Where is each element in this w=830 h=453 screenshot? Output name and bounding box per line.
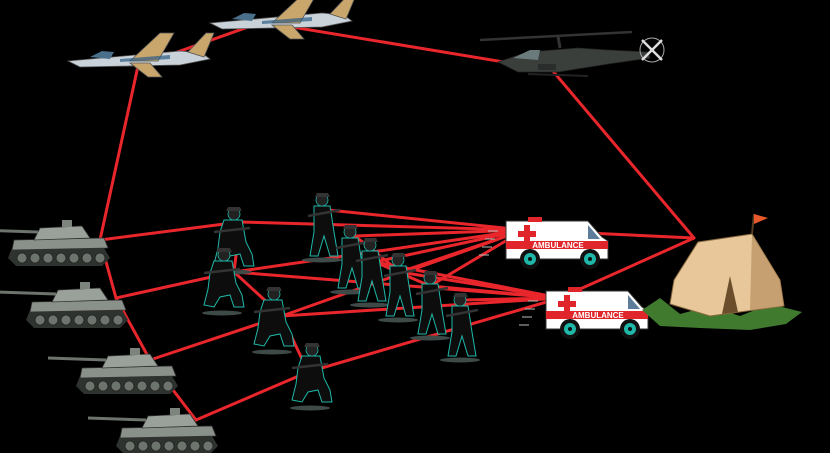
ambulance-icon: AMBULANCE — [519, 287, 649, 339]
link-soldier-2-to-ambulance-1 — [232, 228, 526, 274]
tank-icon — [0, 282, 128, 328]
tank-icon — [47, 348, 178, 394]
link-helicopter-to-tent — [550, 68, 696, 240]
tank-icon — [0, 220, 110, 266]
link-ambulance-2-to-tent — [558, 236, 696, 300]
fighter-jet-icon — [66, 32, 215, 78]
kneeling-soldier-icon — [290, 343, 333, 411]
link-soldier-9-to-ambulance-2 — [280, 296, 562, 318]
link-tank-4-to-soldier-10 — [194, 370, 310, 422]
ambulance-1-label: AMBULANCE — [532, 241, 584, 250]
standing-soldier-icon — [350, 238, 390, 308]
standing-soldier-icon — [410, 271, 450, 341]
ambulance-2-label: AMBULANCE — [572, 311, 624, 320]
attack-helicopter-icon — [479, 30, 665, 77]
link-soldier-10-to-ambulance-2 — [306, 296, 562, 374]
kneeling-soldier-icon — [252, 287, 295, 355]
link-tank-1-to-soldier-1 — [98, 220, 242, 242]
link-jet-1-to-tank-1 — [98, 64, 140, 242]
link-soldier-1-to-ambulance-1 — [238, 220, 526, 232]
kneeling-soldier-icon — [202, 248, 245, 316]
standing-soldier-icon — [440, 293, 480, 363]
tank-icon — [87, 408, 218, 453]
link-soldier-7-to-ambulance-2 — [428, 284, 562, 300]
field-hospital-tent-icon — [642, 213, 802, 330]
ambulance-icon: AMBULANCE — [479, 217, 609, 269]
link-soldier-3-to-ambulance-1 — [326, 208, 526, 232]
standing-soldier-icon — [302, 193, 342, 263]
node-layer: AMBULANCE AMBULANCE — [0, 0, 802, 453]
fighter-jet-icon — [208, 0, 355, 40]
standing-soldier-icon — [378, 253, 418, 323]
